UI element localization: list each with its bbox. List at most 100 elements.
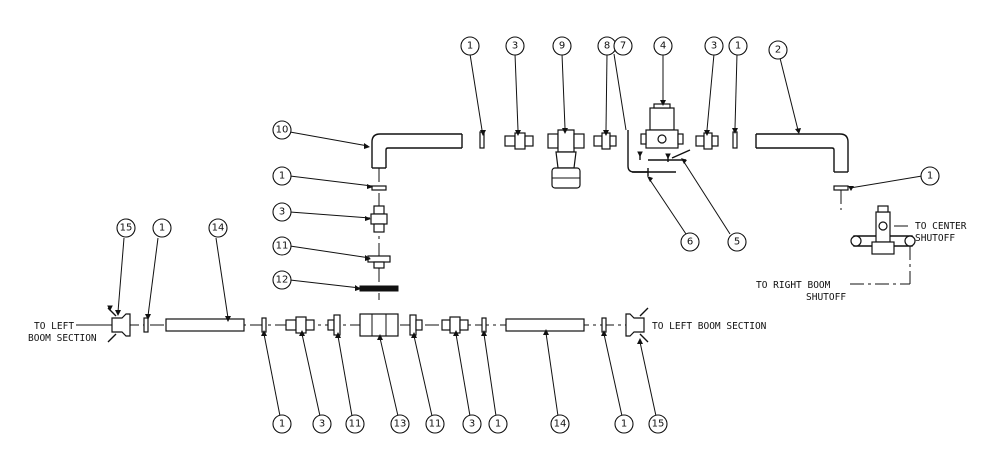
- clamp-1-e: [143, 317, 149, 333]
- fitting-3-e: [441, 316, 469, 334]
- balloon-bottom-13: 13: [390, 414, 410, 434]
- note-left-boom-line1: TO LEFT: [34, 321, 74, 332]
- balloon-top-8: 8: [597, 36, 617, 56]
- svg-text:11: 11: [349, 419, 362, 430]
- hose-10: [371, 133, 462, 168]
- balloon-bottom-1a: 1: [272, 414, 292, 434]
- svg-text:14: 14: [212, 223, 225, 234]
- balloon-bottom-3b: 3: [462, 414, 482, 434]
- fitting-3-c: [370, 205, 388, 233]
- svg-text:1: 1: [159, 223, 165, 234]
- clamp-1-h: [601, 317, 607, 333]
- svg-text:9: 9: [559, 41, 565, 52]
- svg-text:12: 12: [276, 275, 289, 286]
- svg-text:1: 1: [735, 41, 741, 52]
- upper-assembly: [371, 103, 849, 210]
- balloon-left-11: 11: [272, 236, 292, 256]
- clamp-1-c: [833, 185, 849, 191]
- hose-14-right: [505, 318, 585, 332]
- vertical-drop: [359, 168, 399, 300]
- fitting-3-d: [285, 316, 315, 334]
- balloon-lowtop-14: 14: [208, 218, 228, 238]
- gasket-12: [359, 285, 399, 292]
- svg-text:1: 1: [495, 419, 501, 430]
- svg-text:10: 10: [276, 125, 289, 136]
- balloon-bottom-1b: 1: [488, 414, 508, 434]
- balloon-top-1a: 1: [460, 36, 480, 56]
- svg-text:5: 5: [734, 237, 740, 248]
- svg-text:4: 4: [660, 41, 666, 52]
- balloon-top-3b: 3: [704, 36, 724, 56]
- svg-text:7: 7: [620, 41, 626, 52]
- balloon-top-4: 4: [653, 36, 673, 56]
- balloon-top-3a: 3: [505, 36, 525, 56]
- balloon-bottom-15: 15: [648, 414, 668, 434]
- balloon-bottom-11a: 11: [345, 414, 365, 434]
- svg-text:1: 1: [279, 171, 285, 182]
- note-center-shutoff-line2: SHUTOFF: [915, 233, 955, 244]
- lower-assembly: [100, 305, 649, 343]
- nozzle-15-right: [625, 307, 649, 343]
- fasteners-5: [637, 149, 691, 162]
- balloon-top-9: 9: [552, 36, 572, 56]
- reducer-11-b: [327, 314, 341, 336]
- svg-text:3: 3: [711, 41, 717, 52]
- hose-14-left: [165, 318, 245, 332]
- svg-text:14: 14: [554, 419, 567, 430]
- svg-text:15: 15: [120, 223, 133, 234]
- svg-text:11: 11: [276, 241, 289, 252]
- svg-text:3: 3: [512, 41, 518, 52]
- diagram-notes: TO LEFT BOOM SECTION TO LEFT BOOM SECTIO…: [28, 221, 967, 344]
- svg-text:1: 1: [927, 171, 933, 182]
- clamp-1-b: [732, 131, 738, 149]
- svg-text:11: 11: [429, 419, 442, 430]
- balloon-mid-6: 6: [680, 232, 700, 252]
- balloon-bottom-1c: 1: [614, 414, 634, 434]
- note-left-boom-line2: BOOM SECTION: [28, 333, 97, 344]
- balloon-top-1b: 1: [728, 36, 748, 56]
- right-shutoff-assembly: [850, 205, 916, 285]
- tee-13: [359, 313, 399, 337]
- balloon-mid-5: 5: [727, 232, 747, 252]
- svg-text:6: 6: [687, 237, 693, 248]
- svg-text:1: 1: [467, 41, 473, 52]
- balloon-left-10: 10: [272, 120, 292, 140]
- svg-text:3: 3: [469, 419, 475, 430]
- reducer-11-a: [367, 255, 391, 269]
- svg-text:1: 1: [279, 419, 285, 430]
- valve-4: [640, 103, 684, 149]
- svg-text:15: 15: [652, 419, 665, 430]
- clamp-1-f: [261, 317, 267, 333]
- hose-2: [756, 133, 849, 172]
- balloon-left-12: 12: [272, 270, 292, 290]
- balloon-left-3: 3: [272, 202, 292, 222]
- reducer-11-c: [409, 314, 423, 336]
- svg-text:8: 8: [604, 41, 610, 52]
- clamp-1-g: [481, 317, 487, 333]
- balloon-bottom-14: 14: [550, 414, 570, 434]
- note-right-boom-line2: SHUTOFF: [806, 292, 846, 303]
- svg-text:13: 13: [394, 419, 407, 430]
- balloon-bottom-3a: 3: [312, 414, 332, 434]
- note-center-shutoff-line1: TO CENTER: [915, 221, 967, 232]
- fitting-3-a: [504, 132, 534, 150]
- svg-text:1: 1: [621, 419, 627, 430]
- balloon-top-7b: 7: [613, 36, 633, 56]
- balloon-left-1: 1: [272, 166, 292, 186]
- balloon-top-2: 2: [768, 40, 788, 60]
- balloon-bottom-11b: 11: [425, 414, 445, 434]
- balloon-lowtop-15: 15: [116, 218, 136, 238]
- svg-text:3: 3: [279, 207, 285, 218]
- svg-text:3: 3: [319, 419, 325, 430]
- balloon-lowtop-1: 1: [152, 218, 172, 238]
- fitting-8: [593, 132, 617, 150]
- leader-lines: [115, 53, 923, 417]
- note-right-side-left-boom: TO LEFT BOOM SECTION: [652, 321, 767, 332]
- nozzle-15-left: [107, 305, 131, 343]
- clamp-1-d: [371, 185, 387, 191]
- svg-text:2: 2: [775, 45, 781, 56]
- sensor-6: [632, 168, 649, 176]
- balloon-right-1: 1: [920, 166, 940, 186]
